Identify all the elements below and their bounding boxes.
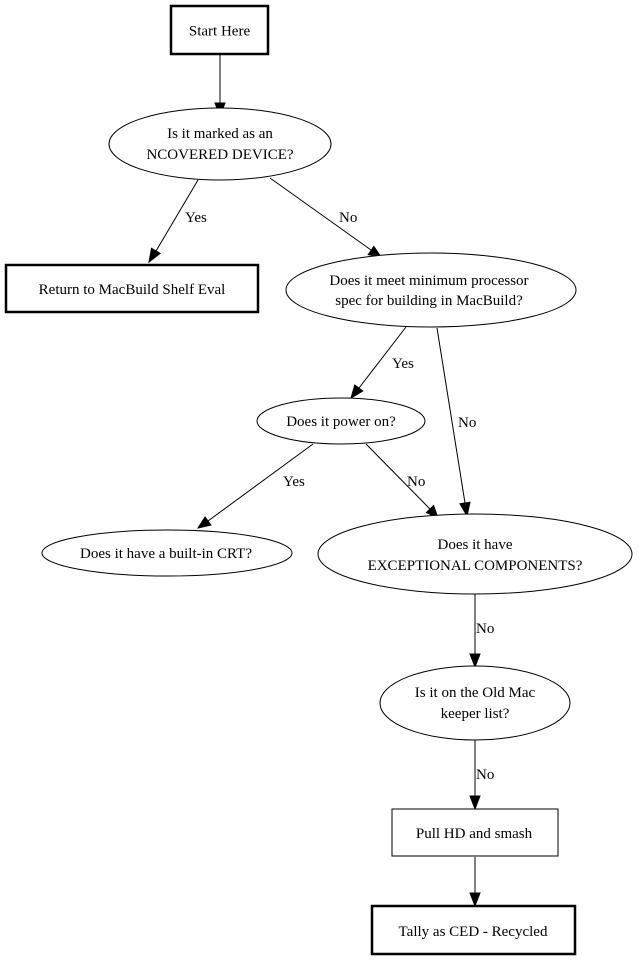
node-return-macbuild: Return to MacBuild Shelf Eval <box>4 263 260 314</box>
node-exceptional-line1: Does it have <box>438 537 513 553</box>
node-ncovered-line2: NCOVERED DEVICE? <box>146 147 293 163</box>
node-oldmac-line2: keeper list? <box>441 706 510 722</box>
edge-label-power-no: No <box>407 474 425 490</box>
edge-label-ncovered-yes: Yes <box>185 210 207 226</box>
edge-label-processor-yes: Yes <box>392 356 414 372</box>
edge-label-exceptional-no: No <box>476 621 494 637</box>
edge-exceptional-no: No <box>469 594 494 669</box>
edge-ncovered-no: No <box>269 177 383 258</box>
node-exceptional-line2: EXCEPTIONAL COMPONENTS? <box>368 558 583 574</box>
node-crt-question: Does it have a built-in CRT? <box>41 529 293 577</box>
node-power-label: Does it power on? <box>286 414 396 430</box>
node-exceptional-question: Does it have EXCEPTIONAL COMPONENTS? <box>317 513 633 595</box>
node-oldmac-question: Is it on the Old Mac keeper list? <box>379 665 571 741</box>
edge-pullhd-to-tally <box>469 857 481 908</box>
node-return-macbuild-label: Return to MacBuild Shelf Eval <box>39 282 226 298</box>
edge-label-power-yes: Yes <box>283 474 305 490</box>
node-pull-hd: Pull HD and smash <box>391 808 559 857</box>
node-crt-label: Does it have a built-in CRT? <box>80 546 252 562</box>
edge-label-ncovered-no: No <box>339 210 357 226</box>
node-start: Start Here <box>169 4 270 56</box>
edge-label-oldmac-no: No <box>476 767 494 783</box>
edge-power-yes: Yes <box>196 443 314 529</box>
node-start-label: Start Here <box>189 24 251 40</box>
node-power-question: Does it power on? <box>256 397 426 445</box>
edge-processor-yes: Yes <box>350 326 414 400</box>
node-processor-question: Does it meet minimum processor spec for … <box>285 252 577 328</box>
node-processor-line1: Does it meet minimum processor <box>329 273 528 289</box>
node-oldmac-line1: Is it on the Old Mac <box>415 685 536 701</box>
edge-ncovered-yes: Yes <box>148 179 207 264</box>
node-ncovered-line1: Is it marked as an <box>167 126 273 142</box>
edge-oldmac-no: No <box>469 740 494 811</box>
node-pull-hd-label: Pull HD and smash <box>416 826 533 842</box>
node-tally: Tally as CED - Recycled <box>370 904 577 956</box>
node-tally-label: Tally as CED - Recycled <box>399 924 548 940</box>
node-processor-line2: spec for building in MacBuild? <box>335 293 523 309</box>
edge-label-processor-no: No <box>458 415 476 431</box>
edge-processor-no: No <box>436 327 476 518</box>
edge-power-no: No <box>365 443 439 519</box>
node-ncovered-question: Is it marked as an NCOVERED DEVICE? <box>108 107 332 181</box>
edge-start-to-ncovered <box>214 54 226 118</box>
